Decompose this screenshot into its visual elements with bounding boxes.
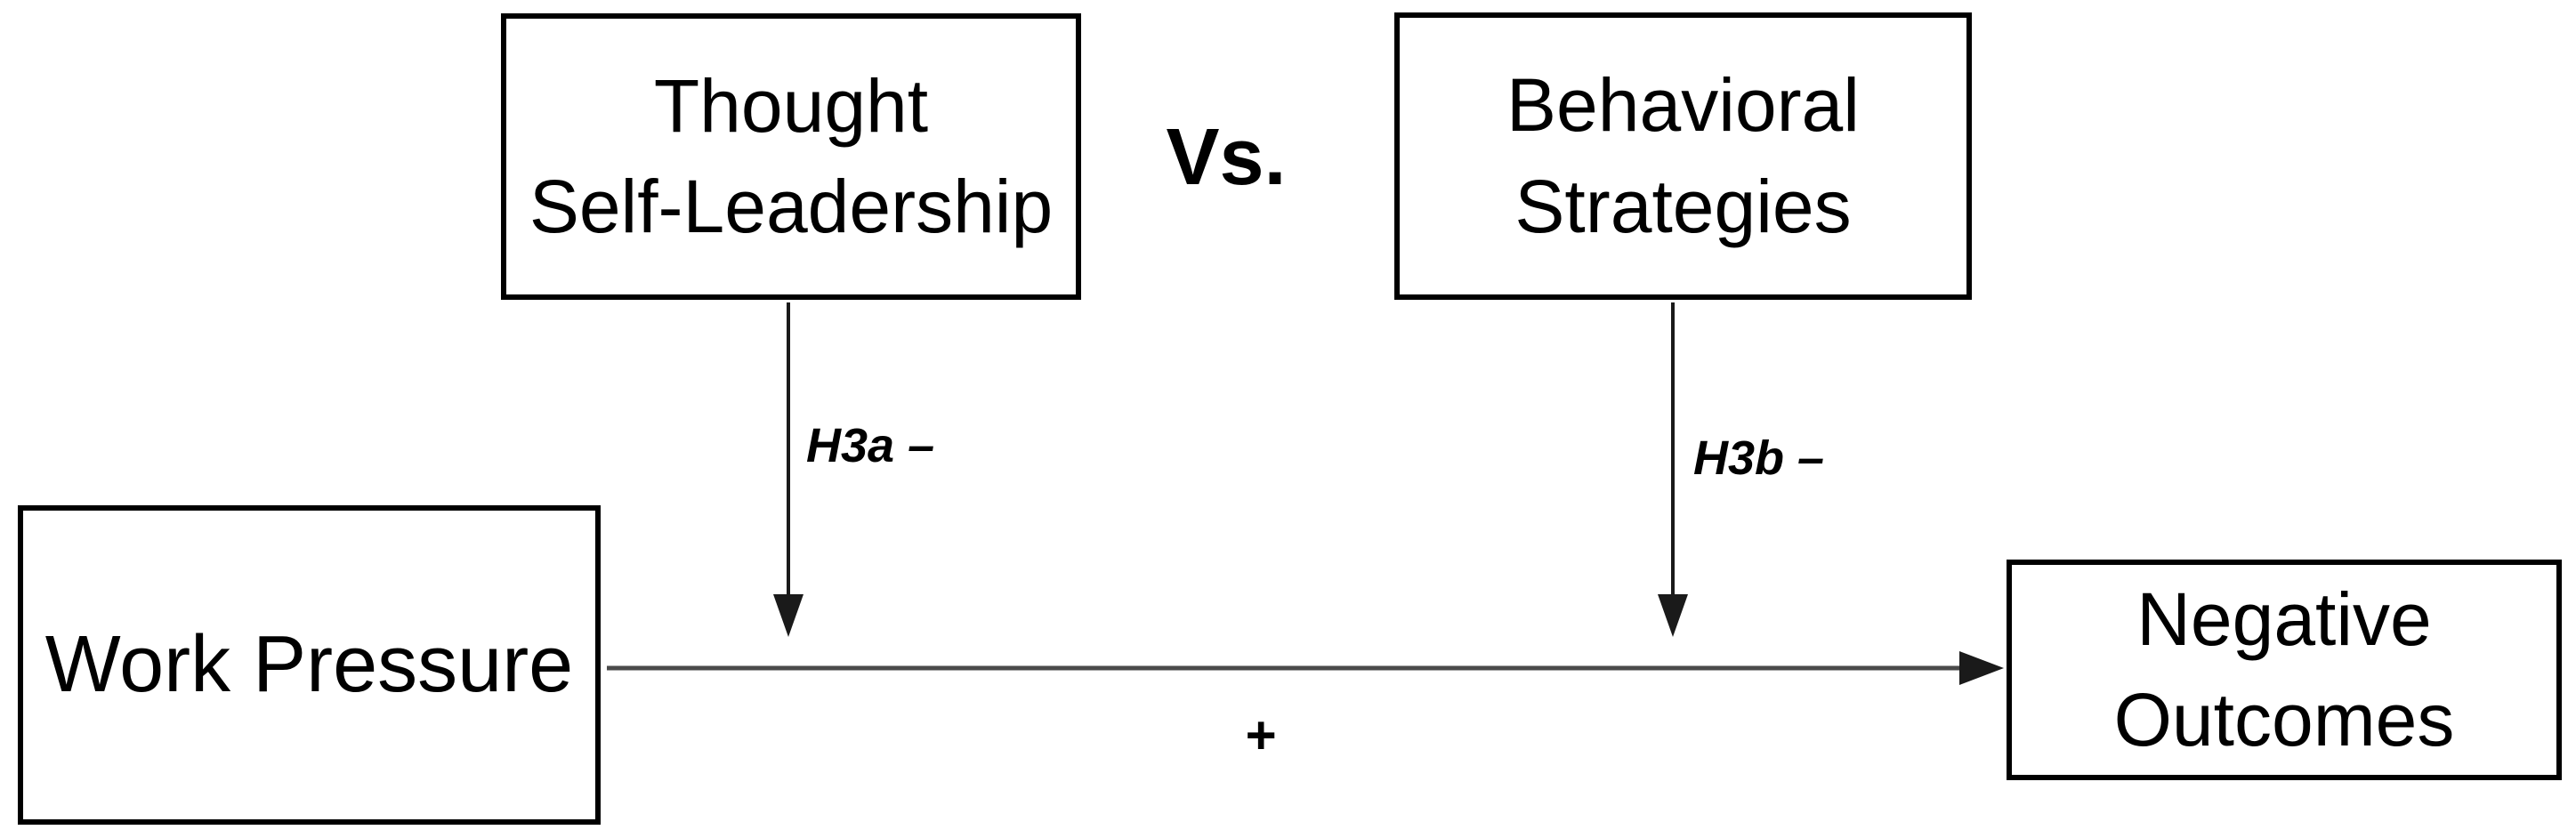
versus-label: Vs. xyxy=(1166,113,1287,202)
node-label-line: Self-Leadership xyxy=(529,165,1054,248)
node-label-line: Negative xyxy=(2136,576,2432,661)
node-work-pressure: Work Pressure xyxy=(18,505,601,825)
main-path-plus-label: + xyxy=(1244,705,1276,765)
node-label-line: Thought xyxy=(653,63,929,148)
node-label-line: Strategies xyxy=(1514,164,1852,248)
node-label-line: Outcomes xyxy=(2113,678,2455,761)
node-label-line: Work Pressure xyxy=(44,619,574,709)
node-negative-outcomes: Negative Outcomes xyxy=(2007,560,2562,780)
node-behavioral-strategies: Behavioral Strategies xyxy=(1394,12,1972,300)
h3a-hypothesis-label: H3a – xyxy=(806,419,935,472)
main-arrowhead-icon xyxy=(1959,651,2004,685)
h3b-hypothesis-label: H3b – xyxy=(1693,431,1825,485)
h3b-arrowhead-icon xyxy=(1658,594,1688,637)
node-label-line: Behavioral xyxy=(1506,63,1860,148)
node-thought-self-leadership: Thought Self-Leadership xyxy=(501,13,1081,300)
h3a-arrowhead-icon xyxy=(773,594,803,637)
